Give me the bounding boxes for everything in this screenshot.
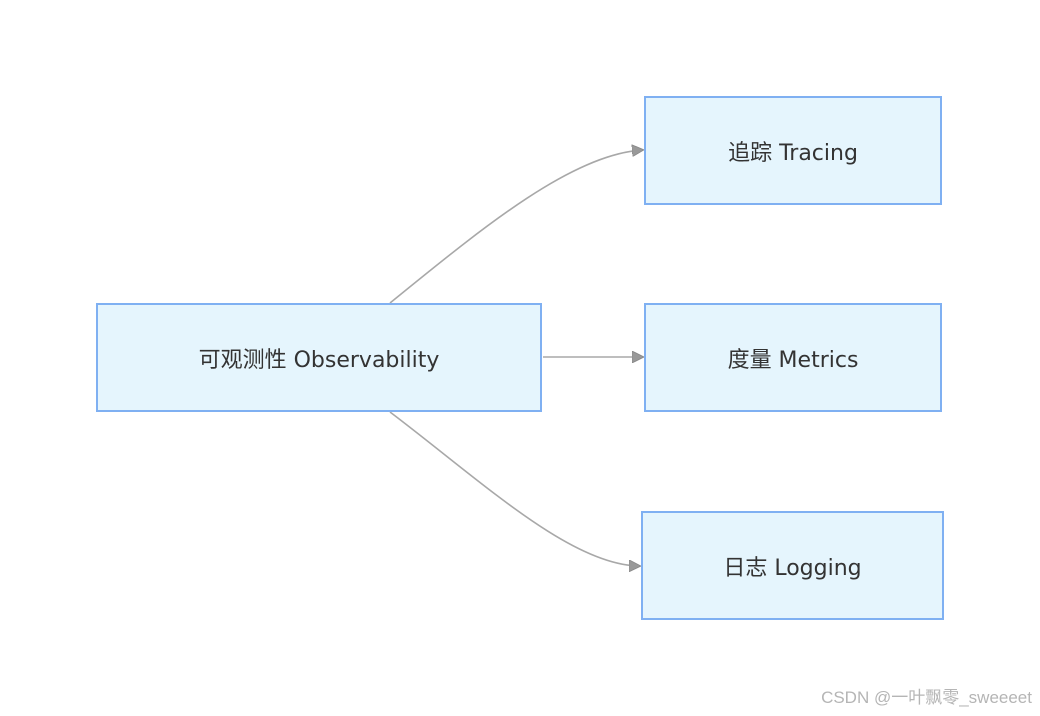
node-metrics: 度量 Metrics [644, 303, 942, 412]
node-observability-label: 可观测性 Observability [198, 347, 440, 373]
edge-root-to-logging [389, 411, 639, 566]
edge-root-to-tracing [389, 150, 642, 304]
node-tracing: 追踪 Tracing [644, 96, 942, 205]
node-logging-label: 日志 Logging [723, 555, 862, 581]
node-logging: 日志 Logging [641, 511, 944, 620]
watermark: CSDN @一叶飘零_sweeeet [821, 688, 1032, 707]
node-tracing-label: 追踪 Tracing [728, 140, 858, 166]
node-metrics-label: 度量 Metrics [727, 347, 859, 373]
node-observability: 可观测性 Observability [96, 303, 542, 412]
